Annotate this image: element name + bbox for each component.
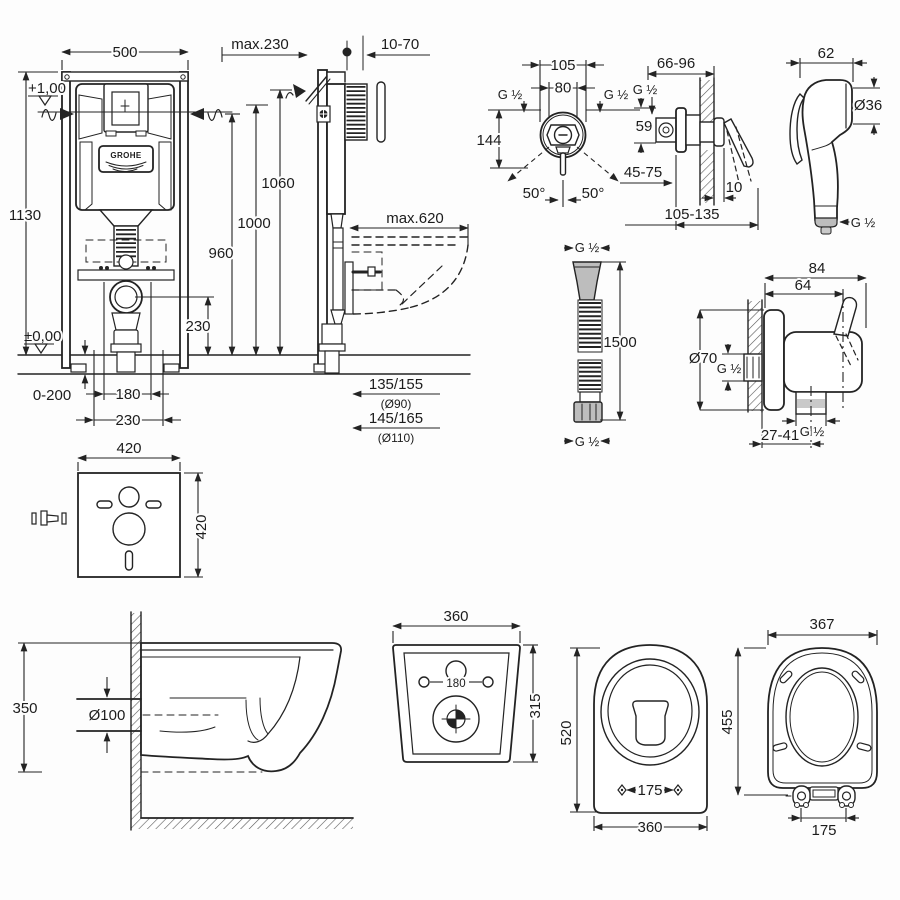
dim-hose-length: 1500 — [603, 334, 636, 351]
seat-hinge-right — [837, 785, 856, 808]
dim-seat-hinge-span: 175 — [811, 822, 836, 839]
frame-side-view: max.230 10-70 1060 1000 max.620 135/155 … — [221, 34, 469, 447]
dim-drain110: 145/165 — [369, 410, 423, 427]
dim-bowl-bolt-span: 175 — [637, 782, 662, 799]
dim-mixer-body-width: 80 — [555, 80, 572, 97]
level-marker-zero: ±0,00 — [22, 326, 63, 355]
bowl-side-section: 350 Ø100 — [10, 611, 354, 831]
dim-mixer-offset: 59 — [636, 118, 653, 135]
level-marker-plus100: +1,00 — [26, 78, 68, 107]
level-top-label: +1,00 — [28, 80, 66, 97]
frame-front-view: GROHE +1,00 ±0,00 500 1130 960 — [7, 42, 240, 431]
shower-body — [801, 79, 853, 228]
dim-mixer-cap: 10 — [726, 179, 743, 196]
wall-holder-view: 84 64 Ø70 G ½ G ½ 27-41 — [687, 258, 867, 448]
dim-gasket-width: 420 — [116, 440, 141, 457]
dim-frame-height: 1130 — [9, 207, 41, 224]
level-zero-label: ±0,00 — [24, 328, 61, 345]
dim-bowl-depth: max.620 — [386, 210, 444, 227]
ceiling-fixing-point — [342, 47, 352, 57]
hose-thread-bottom: G ½ — [575, 434, 600, 449]
water-supply-arrow-left — [41, 108, 74, 121]
dim-angle-left: 50° — [523, 185, 546, 202]
thread-right-label: G ½ — [604, 87, 629, 102]
floor-lines — [17, 354, 471, 375]
seat-view: 367 455 175 — [717, 614, 878, 841]
dim-drain90-dia: (Ø90) — [381, 397, 412, 411]
water-supply-arrow-right — [190, 108, 223, 121]
dim-angle-right: 50° — [582, 185, 605, 202]
dim-seat-depth: 455 — [719, 709, 736, 734]
dim-bowl-drain-dia: Ø100 — [89, 707, 126, 724]
dim-outlet-height: 230 — [185, 318, 210, 335]
dim-shower-head-dia: Ø36 — [854, 97, 882, 114]
dim-height-1060: 1060 — [261, 175, 294, 192]
dim-drain90: 135/155 — [369, 376, 423, 393]
dim-frame-depth: max.230 — [231, 36, 289, 53]
shower-trigger-lever — [789, 92, 805, 166]
holder-thread-in: G ½ — [717, 361, 742, 376]
dim-bowl-height: 350 — [12, 700, 37, 717]
dim-gasket-height: 420 — [193, 514, 210, 539]
mixer-side-lever — [723, 118, 754, 168]
dim-mixer-height-range: 45-75 — [624, 164, 662, 181]
dim-bolt-span: 180 — [115, 386, 140, 403]
dim-bowl-top-width: 360 — [637, 819, 662, 836]
dim-mixer-depth-range: 66-96 — [657, 55, 695, 72]
mixer-lever — [559, 152, 567, 176]
shower-thread: G ½ — [851, 215, 876, 230]
hand-shower-view: 62 Ø36 G ½ — [786, 43, 884, 235]
dim-bowl-top-depth: 520 — [558, 720, 575, 745]
thread-left-label: G ½ — [498, 87, 523, 102]
hose-view: G ½ G ½ 1500 — [564, 238, 639, 451]
dim-holder-pin-offset: 64 — [795, 277, 812, 294]
dim-mixer-height: 144 — [476, 132, 501, 149]
dim-holder-flange-dia: Ø70 — [689, 350, 717, 367]
dim-drain110-dia: (Ø110) — [378, 431, 414, 445]
bowl-back-view: 360 180 315 — [392, 606, 546, 763]
dim-seat-width: 367 — [809, 616, 834, 633]
dim-bowl-back-width: 360 — [443, 608, 468, 625]
dim-holder-wall-range: 27-41 — [761, 427, 799, 444]
fastener-icon — [31, 510, 67, 526]
dim-foot-adjust: 0-200 — [33, 387, 71, 404]
mixer-side-thread: G ½ — [633, 82, 658, 97]
shower-holder-pin — [833, 296, 858, 337]
dim-shower-width: 62 — [818, 45, 835, 62]
hose-thread-top: G ½ — [575, 240, 600, 255]
mixer-front-view: 105 80 G ½ G ½ 144 50° 50° — [474, 55, 640, 207]
dim-bowl-hole-span: 180 — [446, 678, 465, 690]
dim-fixing-span: 230 — [115, 412, 140, 429]
dim-height-1000: 1000 — [237, 215, 270, 232]
dim-frame-width: 500 — [112, 44, 137, 61]
dim-wall-range: 10-70 — [381, 36, 419, 53]
gasket-view: 420 420 — [31, 438, 212, 578]
holder-thread-out: G ½ — [800, 424, 825, 439]
dim-mixer-width: 105 — [550, 57, 575, 74]
dim-holder-width: 84 — [809, 260, 826, 277]
grohe-logo: GROHE — [98, 145, 154, 173]
bowl-top-view: 520 175 360 — [556, 644, 708, 838]
dim-mixer-total-range: 105-135 — [664, 206, 719, 223]
seat-hinge-left — [792, 785, 811, 808]
mixer-side-view: 66-96 G ½ 59 45-75 10 105-135 — [620, 53, 759, 230]
bowl-outline-dashed — [351, 236, 469, 315]
grohe-logo-text: GROHE — [110, 151, 142, 160]
dim-rail-height: 960 — [208, 245, 233, 262]
dim-bowl-back-height: 315 — [527, 693, 544, 718]
